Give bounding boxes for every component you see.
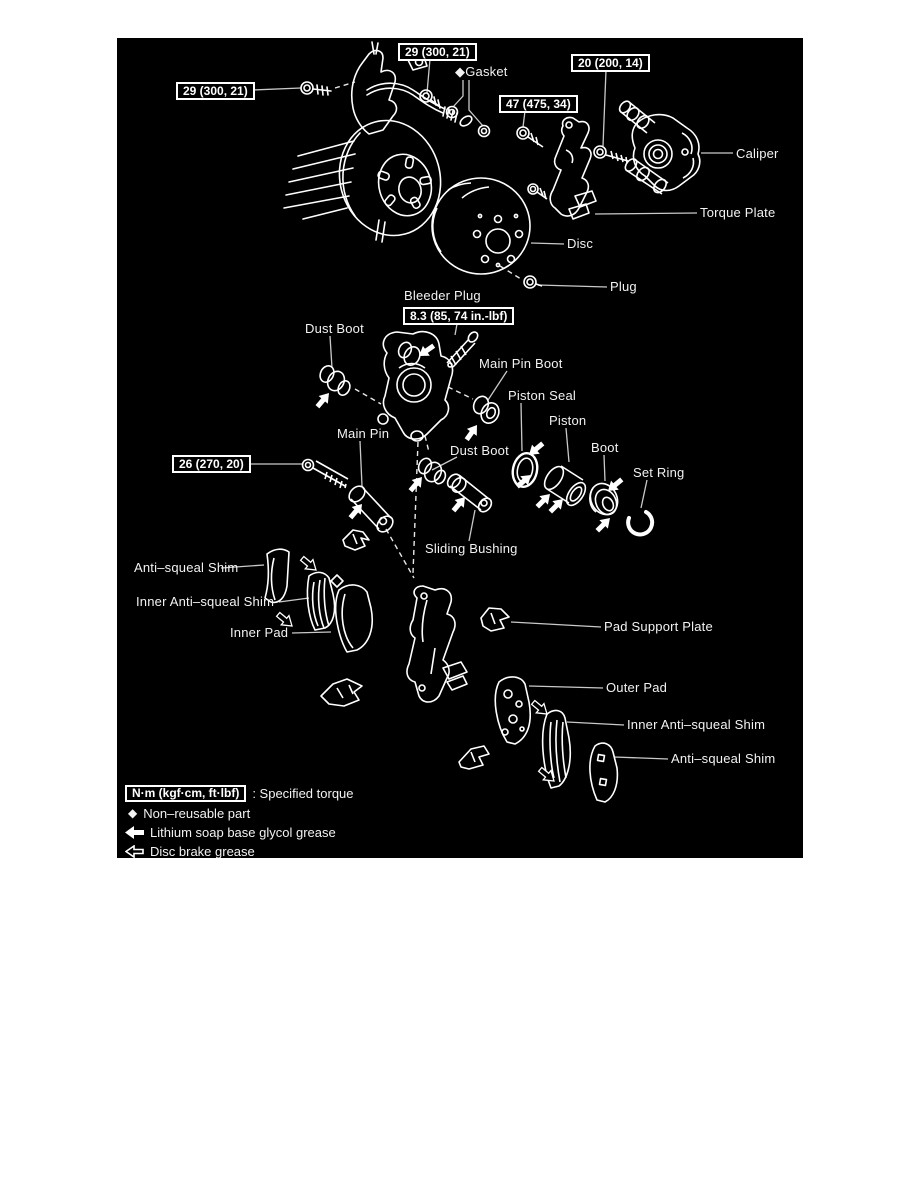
label-outer-pad: Outer Pad: [606, 680, 668, 695]
label-main-pin: Main Pin: [337, 426, 390, 441]
torque-spec-box-bleeder-plug: 8.3 (85, 74 in.-lbf): [403, 307, 515, 325]
disc-drawing: [431, 177, 531, 275]
torque-spec-box-torque-plate-bolt: 47 (475, 34): [499, 95, 578, 113]
label-plug: Plug: [610, 279, 637, 294]
label-inner-pad: Inner Pad: [230, 625, 289, 640]
diamond-icon: ◆: [128, 806, 138, 820]
legend-disc-brake-grease-text: Disc brake grease: [150, 844, 255, 858]
label-bleeder-plug: Bleeder Plug: [404, 288, 481, 303]
torque-spec-box-brake-line-top: 29 (300, 21): [398, 43, 477, 61]
label-inner-anti-squeal-shim-left: Inner Anti–squeal Shim: [136, 594, 275, 609]
label-pad-support-plate: Pad Support Plate: [604, 619, 713, 634]
torque-spec-box-brake-line-left: 29 (300, 21): [176, 82, 255, 100]
legend-disc-brake-grease: Disc brake grease: [125, 844, 255, 858]
label-dust-boot-upper: Dust Boot: [305, 321, 364, 336]
diagram-line-art: [220, 41, 733, 803]
solid-left-arrow-icon: [125, 826, 144, 839]
grease-arrows: [273, 340, 626, 787]
label-sliding-bushing: Sliding Bushing: [425, 541, 518, 556]
plug-drawing: [523, 275, 543, 289]
label-piston-seal: Piston Seal: [508, 388, 576, 403]
legend-non-reusable: ◆ Non–reusable part: [128, 806, 250, 821]
caliper-drawing: [516, 100, 701, 195]
label-anti-squeal-shim-left: Anti–squeal Shim: [134, 560, 239, 575]
torque-spec-box-caliper-bolt: 20 (200, 14): [571, 54, 650, 72]
label-set-ring: Set Ring: [633, 465, 685, 480]
outline-left-arrow-icon: [125, 845, 144, 858]
pads-and-shims-drawing: [264, 529, 619, 803]
label-dust-boot-lower: Dust Boot: [450, 443, 509, 458]
boots-and-pins-drawing: [301, 365, 500, 533]
legend-non-reusable-text: Non–reusable part: [143, 806, 251, 821]
legend-lithium-grease-text: Lithium soap base glycol grease: [150, 825, 336, 840]
legend-specified-torque: N·m (kgf·cm, ft·lbf) : Specified torque: [125, 785, 354, 802]
label-piston: Piston: [549, 413, 587, 428]
backing-plate-knuckle-drawing: [283, 41, 491, 243]
label-disc: Disc: [567, 236, 594, 251]
label-inner-anti-squeal-shim-right: Inner Anti–squeal Shim: [627, 717, 766, 732]
label-torque-plate: Torque Plate: [700, 205, 776, 220]
torque-plate-drawing: [527, 116, 597, 220]
label-caliper: Caliper: [736, 146, 779, 161]
label-boot: Boot: [591, 440, 619, 455]
label-anti-squeal-shim-right: Anti–squeal Shim: [671, 751, 776, 766]
legend-torque-desc: : Specified torque: [252, 786, 354, 801]
piston-group-drawing: [511, 451, 655, 537]
label-main-pin-boot: Main Pin Boot: [479, 356, 563, 371]
legend-torque-units-box: N·m (kgf·cm, ft·lbf): [125, 785, 247, 802]
torque-spec-box-main-pin-bolt: 26 (270, 20): [172, 455, 251, 473]
legend-lithium-grease: Lithium soap base glycol grease: [125, 825, 336, 840]
rear-disc-brake-exploded-diagram: 29 (300, 21) 29 (300, 21) 20 (200, 14) 4…: [117, 38, 803, 858]
label-gasket: ◆Gasket: [455, 64, 508, 79]
caliper-housing-drawing: [377, 330, 479, 442]
leader-lines: [220, 58, 733, 760]
